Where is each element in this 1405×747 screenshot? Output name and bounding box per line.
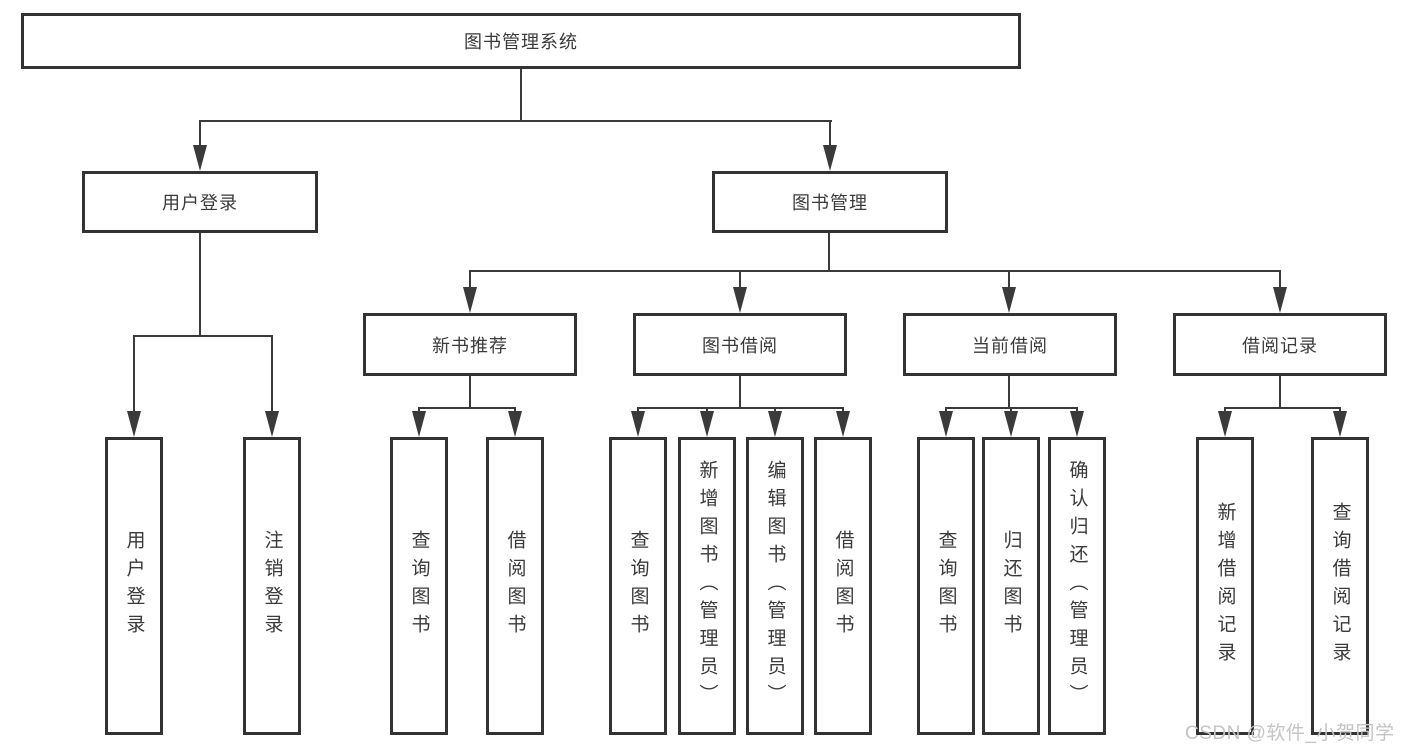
arrow-down-icon [733, 287, 747, 313]
node-label: 新增图书（管理员） [696, 460, 718, 712]
node-label: 借阅图书 [832, 530, 854, 642]
connector-drop-current [1008, 270, 1010, 289]
node-borrowing-records: 借阅记录 [1173, 313, 1387, 376]
node-user-login: 用户登录 [82, 171, 318, 233]
connector-book-management-stem [828, 233, 830, 270]
leaf-borrowing-borrow-books: 借阅图书 [814, 437, 872, 735]
arrow-down-icon [768, 411, 782, 437]
leaf-records-add-borrow-record: 新增借阅记录 [1196, 437, 1254, 735]
connector-drop-borrowing [739, 270, 741, 289]
csdn-watermark: CSDN @软件_小贺同学 [1185, 723, 1395, 744]
node-label: 图书管理 [792, 193, 868, 213]
node-label: 图书管理系统 [464, 32, 578, 52]
arrow-down-icon [1273, 287, 1287, 313]
arrow-down-icon [631, 411, 645, 437]
connector-recommendation-bar [419, 407, 516, 409]
connector-drop [637, 407, 639, 413]
connector-drop [945, 407, 947, 413]
arrow-down-icon [1002, 287, 1016, 313]
node-label: 借阅图书 [504, 530, 526, 642]
node-label: 新书推荐 [432, 335, 508, 356]
connector-drop [1010, 407, 1012, 413]
connector-borrowing-stem [739, 376, 741, 407]
arrow-down-icon [508, 411, 522, 437]
leaf-recommend-borrow-books: 借阅图书 [486, 437, 544, 735]
arrow-down-icon [836, 411, 850, 437]
arrow-down-icon [1004, 411, 1018, 437]
connector-drop [1076, 407, 1078, 413]
leaf-records-query-borrow-record: 查询借阅记录 [1311, 437, 1369, 735]
connector-user-login-bar [133, 335, 273, 337]
connector-drop [418, 407, 420, 413]
connector-drop [706, 407, 708, 413]
arrow-down-icon [939, 411, 953, 437]
leaf-borrowing-query-books: 查询图书 [609, 437, 667, 735]
node-label: 借阅记录 [1242, 335, 1318, 356]
connector-drop-book-management [829, 120, 831, 147]
connector-records-stem [1279, 376, 1281, 407]
connector-user-login-stem [199, 233, 201, 335]
node-label: 图书借阅 [702, 335, 778, 356]
connector-drop [1339, 407, 1341, 413]
node-label: 归还图书 [1000, 530, 1022, 642]
node-new-book-recommendation: 新书推荐 [363, 313, 577, 376]
node-library-management-system: 图书管理系统 [21, 13, 1021, 69]
leaf-current-confirm-return-admin: 确认归还（管理员） [1048, 437, 1106, 735]
connector-recommendation-stem [469, 376, 471, 407]
node-label: 确认归还（管理员） [1066, 460, 1088, 712]
connector-drop [514, 407, 516, 413]
node-label: 新增借阅记录 [1214, 502, 1236, 670]
connector-root-bar [199, 120, 832, 122]
node-label: 当前借阅 [972, 335, 1048, 356]
arrow-down-icon [412, 411, 426, 437]
leaf-borrowing-add-books-admin: 新增图书（管理员） [678, 437, 736, 735]
node-current-borrowing: 当前借阅 [903, 313, 1117, 376]
connector-borrowing-bar [638, 407, 844, 409]
connector-drop [842, 407, 844, 413]
leaf-recommend-query-books: 查询图书 [390, 437, 448, 735]
node-label: 编辑图书（管理员） [764, 460, 786, 712]
leaf-borrowing-edit-books-admin: 编辑图书（管理员） [746, 437, 804, 735]
connector-drop-login [133, 335, 135, 413]
node-label: 查询图书 [935, 530, 957, 642]
node-book-borrowing: 图书借阅 [633, 313, 847, 376]
arrow-down-icon [823, 145, 837, 171]
arrow-down-icon [193, 145, 207, 171]
leaf-logout: 注销登录 [243, 437, 301, 735]
connector-root-stem [520, 69, 522, 120]
node-label: 用户登录 [162, 193, 238, 213]
arrow-down-icon [265, 411, 279, 437]
arrow-down-icon [700, 411, 714, 437]
connector-current-bar [946, 407, 1078, 409]
leaf-current-query-books: 查询图书 [917, 437, 975, 735]
connector-drop-records [1279, 270, 1281, 289]
connector-book-management-bar [470, 270, 1281, 272]
arrow-down-icon [1070, 411, 1084, 437]
connector-records-bar [1225, 407, 1341, 409]
node-label: 注销登录 [261, 530, 283, 642]
arrow-down-icon [463, 287, 477, 313]
connector-drop-user-login [199, 120, 201, 147]
connector-current-stem [1008, 376, 1010, 407]
node-label: 用户登录 [123, 530, 145, 642]
connector-drop [1224, 407, 1226, 413]
arrow-down-icon [1218, 411, 1232, 437]
node-label: 查询借阅记录 [1329, 502, 1351, 670]
leaf-user-login: 用户登录 [105, 437, 163, 735]
node-label: 查询图书 [408, 530, 430, 642]
node-book-management: 图书管理 [712, 171, 948, 233]
leaf-current-return-books: 归还图书 [982, 437, 1040, 735]
connector-drop [774, 407, 776, 413]
connector-drop-recommendation [469, 270, 471, 289]
connector-drop-logout [271, 335, 273, 413]
node-label: 查询图书 [627, 530, 649, 642]
arrow-down-icon [127, 411, 141, 437]
arrow-down-icon [1333, 411, 1347, 437]
